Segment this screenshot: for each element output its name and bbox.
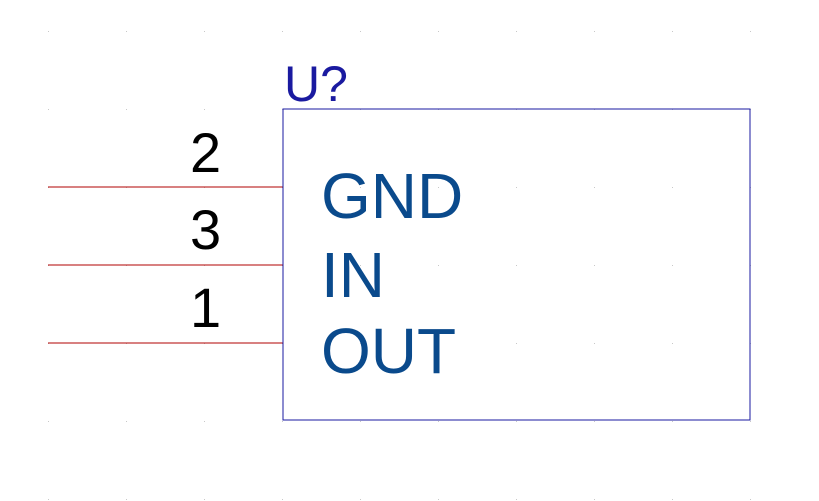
- grid-dot: [48, 31, 49, 32]
- grid-dot: [438, 499, 439, 500]
- grid-dot: [594, 31, 595, 32]
- grid-dot: [516, 31, 517, 32]
- pin-name-in: IN: [321, 239, 385, 311]
- grid-dot: [750, 421, 751, 422]
- grid-dot: [204, 31, 205, 32]
- grid-dot: [672, 265, 673, 266]
- grid-dot: [750, 499, 751, 500]
- grid-dot: [516, 187, 517, 188]
- grid-dot: [282, 31, 283, 32]
- grid-dot: [594, 499, 595, 500]
- pin-number-gnd: 2: [190, 121, 221, 184]
- grid-dot: [438, 31, 439, 32]
- grid-dot: [360, 187, 361, 188]
- pin-name-out: OUT: [321, 315, 456, 387]
- component-body[interactable]: [282, 108, 751, 421]
- grid-dot: [204, 499, 205, 500]
- grid-dot: [126, 421, 127, 422]
- grid-dot: [126, 109, 127, 110]
- grid-dot: [438, 187, 439, 188]
- grid-dot: [594, 265, 595, 266]
- pin-number-out: 1: [190, 276, 221, 339]
- grid-dot: [516, 421, 517, 422]
- grid-dot: [438, 343, 439, 344]
- grid-dot: [672, 421, 673, 422]
- grid-dot: [126, 499, 127, 500]
- grid-dot: [438, 421, 439, 422]
- grid-dot: [594, 187, 595, 188]
- grid-dot: [48, 499, 49, 500]
- grid-dot: [516, 265, 517, 266]
- grid-dot: [204, 109, 205, 110]
- grid-dot: [360, 265, 361, 266]
- grid-dot: [672, 31, 673, 32]
- grid-dot: [360, 31, 361, 32]
- grid-dot: [438, 265, 439, 266]
- grid-dot: [360, 421, 361, 422]
- grid-dot: [126, 31, 127, 32]
- grid-dot: [672, 187, 673, 188]
- grid-dot: [594, 343, 595, 344]
- pin-number-in: 3: [190, 198, 221, 261]
- grid-dot: [282, 499, 283, 500]
- grid-dot: [282, 421, 283, 422]
- grid-dot: [750, 31, 751, 32]
- grid-dot: [516, 343, 517, 344]
- grid-dot: [672, 343, 673, 344]
- grid-dot: [594, 421, 595, 422]
- grid-dot: [204, 421, 205, 422]
- reference-designator[interactable]: U?: [284, 56, 348, 112]
- grid-dot: [672, 499, 673, 500]
- pin-name-gnd: GND: [321, 160, 463, 232]
- grid-dot: [516, 499, 517, 500]
- grid-dot: [360, 499, 361, 500]
- grid-dot: [48, 421, 49, 422]
- grid-dot: [48, 109, 49, 110]
- grid-dot: [360, 343, 361, 344]
